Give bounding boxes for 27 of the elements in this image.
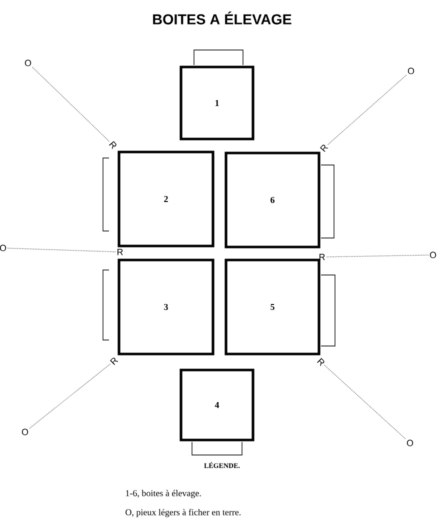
breeding-box: 1 <box>180 66 254 140</box>
stake-letter: O <box>22 428 28 436</box>
tether-line <box>324 364 406 440</box>
breeding-box: 4 <box>180 368 254 442</box>
anchor-letter: R <box>320 144 328 152</box>
stake-letter: O <box>0 244 6 252</box>
anchor-letter: R <box>320 254 325 260</box>
breeding-box: 2 <box>118 150 214 248</box>
tether-line <box>7 248 116 252</box>
tether-line <box>327 74 407 146</box>
tether-line <box>29 364 111 429</box>
title: BOITES A ÉLEVAGE <box>153 12 292 24</box>
anchor-letter: R <box>317 358 324 366</box>
breeding-box: 5 <box>224 258 320 356</box>
stake-letter: O <box>430 252 436 258</box>
anchor-letter: R <box>110 358 118 365</box>
breeding-box: 6 <box>224 152 320 248</box>
stake-letter: O <box>408 68 414 74</box>
anchor-letter: R <box>109 141 116 150</box>
legend-entry: O, pieux légers à ficher en terre. <box>126 508 241 518</box>
tether-line <box>326 254 429 258</box>
legend-entry: 1-6, boites à élevage. <box>126 490 201 498</box>
anchor-letter: R <box>118 248 123 256</box>
tether-line <box>32 67 110 142</box>
breeding-box: 3 <box>118 258 214 356</box>
stake-letter: O <box>24 60 32 66</box>
stake-letter: O <box>406 440 414 446</box>
